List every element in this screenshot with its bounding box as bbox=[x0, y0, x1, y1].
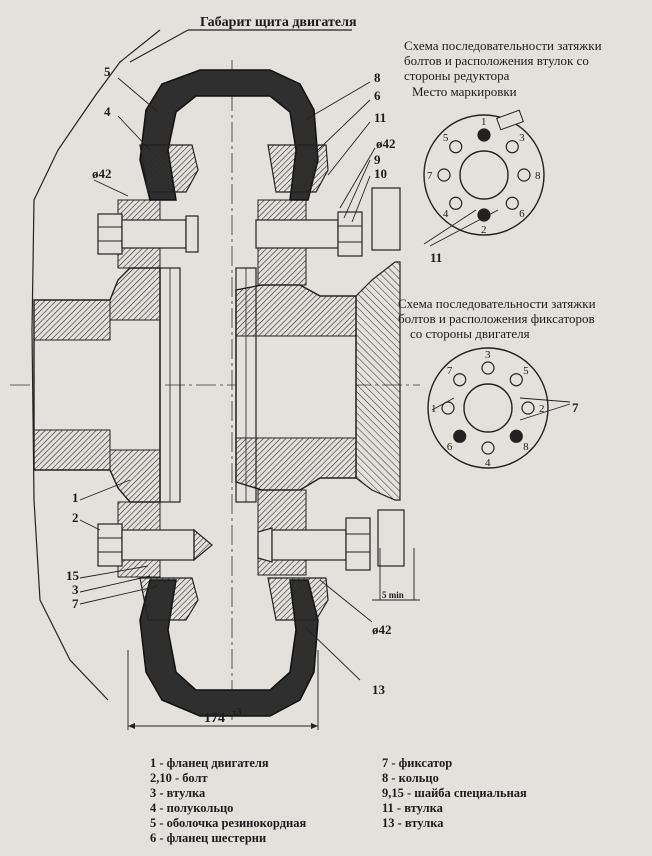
bolt-hole bbox=[517, 168, 531, 182]
callout-15: 15 bbox=[66, 568, 80, 583]
bolt-sequence-number: 6 bbox=[447, 441, 453, 453]
scheme-motor-ref: 7 bbox=[572, 400, 579, 415]
bolt-sequence-number: 5 bbox=[523, 365, 529, 377]
bolt-top-left bbox=[97, 213, 199, 255]
bolt-hole bbox=[453, 429, 467, 443]
callout-2: 2 bbox=[72, 510, 79, 525]
bolt-hole bbox=[449, 196, 463, 210]
bolt-sequence-number: 2 bbox=[481, 224, 487, 236]
motor-flange bbox=[33, 199, 161, 578]
bolt-hole bbox=[509, 429, 523, 443]
dim-dia-top-right: ø42 bbox=[376, 136, 396, 151]
bolt-hole bbox=[437, 168, 451, 182]
motor-shield-outline bbox=[31, 29, 161, 701]
bolt-hole bbox=[449, 140, 463, 154]
bolt-hole bbox=[481, 441, 495, 455]
legend-item: 7 - фиксатор bbox=[382, 756, 453, 770]
callout-11: 11 bbox=[374, 110, 386, 125]
bolt-hole bbox=[505, 140, 519, 154]
rubber-shell-top bbox=[139, 69, 319, 201]
callout-5: 5 bbox=[104, 64, 111, 79]
callout-13: 13 bbox=[372, 682, 386, 697]
scheme-gearbox-caption-3: стороны редуктора bbox=[404, 68, 510, 83]
bolt-sequence-number: 5 bbox=[443, 132, 449, 144]
dim-dia-bottom: ø42 bbox=[372, 622, 392, 637]
callout-4: 4 bbox=[104, 104, 111, 119]
legend-item: 13 - втулка bbox=[382, 816, 444, 830]
bolt-hole bbox=[441, 401, 455, 415]
callout-7: 7 bbox=[72, 596, 79, 611]
callout-6: 6 bbox=[374, 88, 381, 103]
bolt-hole bbox=[453, 373, 467, 387]
scheme-motor-caption-1: Схема последовательности затяжки bbox=[398, 296, 596, 311]
dim-dia-top-left: ø42 bbox=[92, 166, 112, 181]
bolt-sequence-number: 8 bbox=[535, 170, 541, 182]
leader-lines bbox=[79, 77, 420, 730]
center-disc bbox=[159, 267, 257, 503]
legend-item: 9,15 - шайба специальная bbox=[382, 786, 527, 800]
bolt-hole bbox=[509, 373, 523, 387]
bolt-sequence-number: 7 bbox=[447, 365, 453, 377]
bolt-sequence-number: 6 bbox=[519, 208, 525, 220]
callout-9: 9 bbox=[374, 152, 381, 167]
bolt-top-right bbox=[255, 211, 363, 257]
gear-flange bbox=[235, 187, 405, 576]
marking-place bbox=[496, 109, 524, 131]
scheme-motor-caption-2: болтов и расположения фиксаторов bbox=[398, 311, 595, 326]
bolt-sequence-number: 3 bbox=[519, 132, 525, 144]
scheme-gearbox-caption-1: Схема последовательности затяжки bbox=[404, 38, 602, 53]
dim-width-value: 174 bbox=[204, 711, 225, 726]
bolt-bottom-right bbox=[257, 517, 371, 571]
scheme-motor-holes: 35284617 bbox=[431, 349, 545, 469]
legend-item: 4 - полукольцо bbox=[150, 801, 234, 815]
drawing-title: Габарит щита двигателя bbox=[200, 15, 357, 30]
bolt-sequence-number: 3 bbox=[485, 349, 491, 361]
legend-item: 3 - втулка bbox=[150, 786, 206, 800]
scheme-gearbox-holes: 1 3 8 6 2 4 7 5 bbox=[427, 116, 541, 236]
bolt-sequence-number: 2 bbox=[539, 403, 545, 415]
callout-10: 10 bbox=[374, 166, 387, 181]
callout-3: 3 bbox=[72, 582, 79, 597]
legend-item: 2,10 - болт bbox=[150, 771, 208, 785]
scheme-motor-caption-3: со стороны двигателя bbox=[410, 326, 530, 341]
half-rings bbox=[139, 144, 329, 621]
dim-gap: 5 min bbox=[382, 590, 404, 600]
bolt-sequence-number: 7 bbox=[427, 170, 433, 182]
bolt-sequence-number: 4 bbox=[443, 208, 449, 220]
bolt-sequence-number: 4 bbox=[485, 457, 491, 469]
bolt-hole bbox=[505, 196, 519, 210]
callout-1: 1 bbox=[72, 490, 79, 505]
bolt-sequence-number: 1 bbox=[481, 116, 487, 128]
bolt-bottom-left bbox=[97, 523, 213, 567]
scheme-gearbox: Схема последовательности затяжки болтов … bbox=[404, 38, 602, 265]
scheme-gearbox-ref: 11 bbox=[430, 250, 442, 265]
marking-label: Место маркировки bbox=[412, 84, 517, 99]
callout-8: 8 bbox=[374, 70, 381, 85]
bolt-hole bbox=[477, 128, 491, 142]
legend-item: 6 - фланец шестерни bbox=[150, 831, 267, 845]
legend-item: 8 - кольцо bbox=[382, 771, 439, 785]
bolt-hole bbox=[477, 208, 491, 222]
bolt-hole bbox=[481, 361, 495, 375]
scheme-motor: Схема последовательности затяжки болтов … bbox=[398, 296, 596, 469]
legend-item: 11 - втулка bbox=[382, 801, 443, 815]
legend-item: 5 - оболочка резинокордная bbox=[150, 816, 307, 830]
legend-item: 1 - фланец двигателя bbox=[150, 756, 269, 770]
bolt-sequence-number: 8 bbox=[523, 441, 529, 453]
bolt-hole bbox=[521, 401, 535, 415]
dim-width-tolerance: ±3 bbox=[232, 707, 242, 717]
scheme-gearbox-caption-2: болтов и расположения втулок со bbox=[404, 53, 589, 68]
